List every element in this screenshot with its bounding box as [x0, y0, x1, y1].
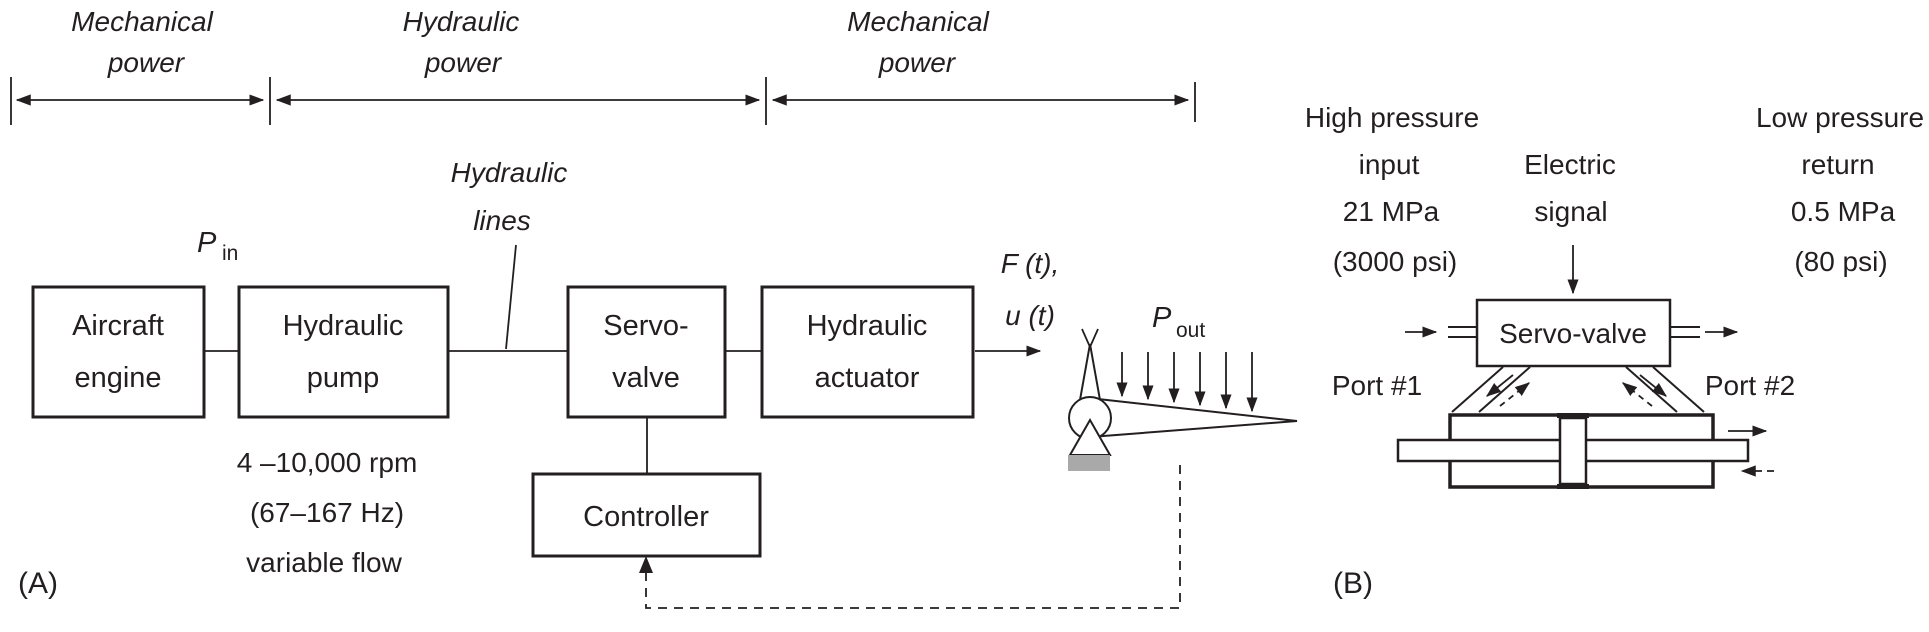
right-passage-line-inner	[1625, 366, 1678, 413]
controller-label: Controller	[583, 501, 709, 533]
low-pressure-line2: return	[1801, 149, 1874, 180]
port-2-label: Port #2	[1705, 370, 1795, 401]
hydraulic-pump-label-line2: pump	[307, 362, 380, 394]
left-passage-flow-arrow-solid	[1486, 374, 1514, 397]
feedback-arrowhead	[639, 556, 653, 573]
panel-b-label: (B)	[1333, 567, 1373, 600]
port-1-label: Port #1	[1332, 370, 1422, 401]
panel-b: High pressure input 21 MPa (3000 psi) El…	[1305, 102, 1924, 600]
pump-spec-notes: 4 –10,000 rpm (67–167 Hz) variable flow	[237, 447, 418, 578]
feedback-path	[639, 465, 1181, 609]
p-out-symbol: P	[1152, 302, 1172, 334]
block-hydraulic-actuator: Hydraulic actuator	[760, 285, 975, 419]
lever-wedge	[1088, 397, 1298, 439]
high-pressure-line2: input	[1359, 149, 1420, 180]
high-pressure-line1: High pressure	[1305, 102, 1479, 133]
mast-fork-right	[1089, 328, 1099, 348]
mast-fork-left	[1081, 328, 1091, 348]
hydraulic-actuator-label-line1: Hydraulic	[807, 310, 928, 342]
low-pressure-line1: Low pressure	[1756, 102, 1924, 133]
servo-valve-box	[566, 285, 727, 419]
servo-valve-label-line2: valve	[612, 362, 680, 394]
power-region-spans: Mechanical power Hydraulic power Mechani…	[10, 6, 1196, 125]
actuator-cylinder	[1396, 413, 1774, 489]
hydraulic-pump-box	[237, 285, 450, 419]
low-pressure-annotation: Low pressure return 0.5 MPa (80 psi)	[1756, 102, 1924, 277]
high-pressure-line3: 21 MPa	[1343, 196, 1440, 227]
right-passage-flow-arrow-solid	[1639, 374, 1667, 397]
block-hydraulic-pump: Hydraulic pump	[237, 285, 450, 419]
block-controller: Controller	[531, 472, 762, 558]
piston	[1558, 416, 1588, 486]
hydraulic-lines-label-line1: Hydraulic	[451, 157, 568, 188]
electric-signal-annotation: Electric signal	[1524, 149, 1616, 227]
return-connection	[1670, 326, 1739, 338]
region-label-mechanical-1-line2: power	[107, 47, 186, 78]
region-label-hydraulic-line2: power	[424, 47, 503, 78]
controller-box	[531, 472, 762, 558]
panel-a-label: (A)	[18, 567, 58, 600]
region-label-mechanical-2-line1: Mechanical	[847, 6, 989, 37]
pump-spec-rpm: 4 –10,000 rpm	[237, 447, 418, 478]
servo-valve-b-box	[1475, 298, 1672, 368]
servo-valve-b: Servo-valve	[1475, 298, 1672, 368]
hydraulic-actuator-label-line2: actuator	[815, 362, 920, 394]
p-out-subscript: out	[1176, 319, 1205, 342]
region-label-mechanical-1-line1: Mechanical	[71, 6, 213, 37]
feedback-dashed-line	[645, 465, 1181, 609]
p-in-symbol: P	[197, 227, 217, 259]
region-label-hydraulic-line1: Hydraulic	[403, 6, 520, 37]
pump-spec-hz: (67–167 Hz)	[250, 497, 404, 528]
p-in-label: P in	[197, 227, 238, 265]
p-out-label: P out	[1152, 302, 1205, 342]
block-aircraft-engine: Aircraft engine	[31, 285, 206, 419]
servo-valve-label-line1: Servo-	[603, 310, 688, 342]
electric-signal-line2: signal	[1534, 196, 1607, 227]
high-pressure-annotation: High pressure input 21 MPa (3000 psi)	[1305, 102, 1479, 277]
left-passage-line-inner	[1478, 366, 1531, 413]
left-passage-flow-arrow-dashed	[1499, 382, 1530, 407]
force-output-label: F (t),	[1001, 248, 1060, 279]
hydraulic-lines-leader-line	[505, 244, 517, 350]
piston-seal-top	[1557, 413, 1589, 418]
pump-spec-flow: variable flow	[246, 547, 402, 578]
hydraulic-lines-label-line2: lines	[473, 205, 531, 236]
low-pressure-line4: (80 psi)	[1794, 246, 1887, 277]
distributed-load-arrows	[1116, 352, 1258, 413]
aircraft-engine-label-line1: Aircraft	[72, 310, 164, 342]
right-passage-line-outer	[1652, 366, 1705, 413]
block-servo-valve: Servo- valve	[566, 285, 727, 419]
left-passage-line-outer	[1451, 366, 1504, 413]
electric-signal-line1: Electric	[1524, 149, 1616, 180]
high-pressure-line4: (3000 psi)	[1333, 246, 1458, 277]
low-pressure-line3: 0.5 MPa	[1791, 196, 1896, 227]
supply-connection	[1405, 326, 1477, 338]
support-base-pad	[1068, 455, 1110, 471]
hydraulic-pump-label-line1: Hydraulic	[283, 310, 404, 342]
hydraulic-lines-callout: Hydraulic lines	[451, 157, 568, 350]
valve-cylinder-passages	[1451, 366, 1705, 413]
hydraulic-actuator-box	[760, 285, 975, 419]
p-in-subscript: in	[222, 242, 238, 265]
piston-seal-bottom	[1557, 484, 1589, 489]
aircraft-engine-label-line2: engine	[74, 362, 161, 394]
region-label-mechanical-2-line2: power	[878, 47, 957, 78]
displacement-output-label: u (t)	[1005, 300, 1055, 331]
lever-load-mechanism: P out	[1068, 302, 1298, 471]
servo-valve-b-label: Servo-valve	[1499, 318, 1647, 349]
panel-a: Mechanical power Hydraulic power Mechani…	[10, 6, 1298, 609]
lever-mast	[1078, 343, 1102, 401]
aircraft-engine-box	[31, 285, 206, 419]
